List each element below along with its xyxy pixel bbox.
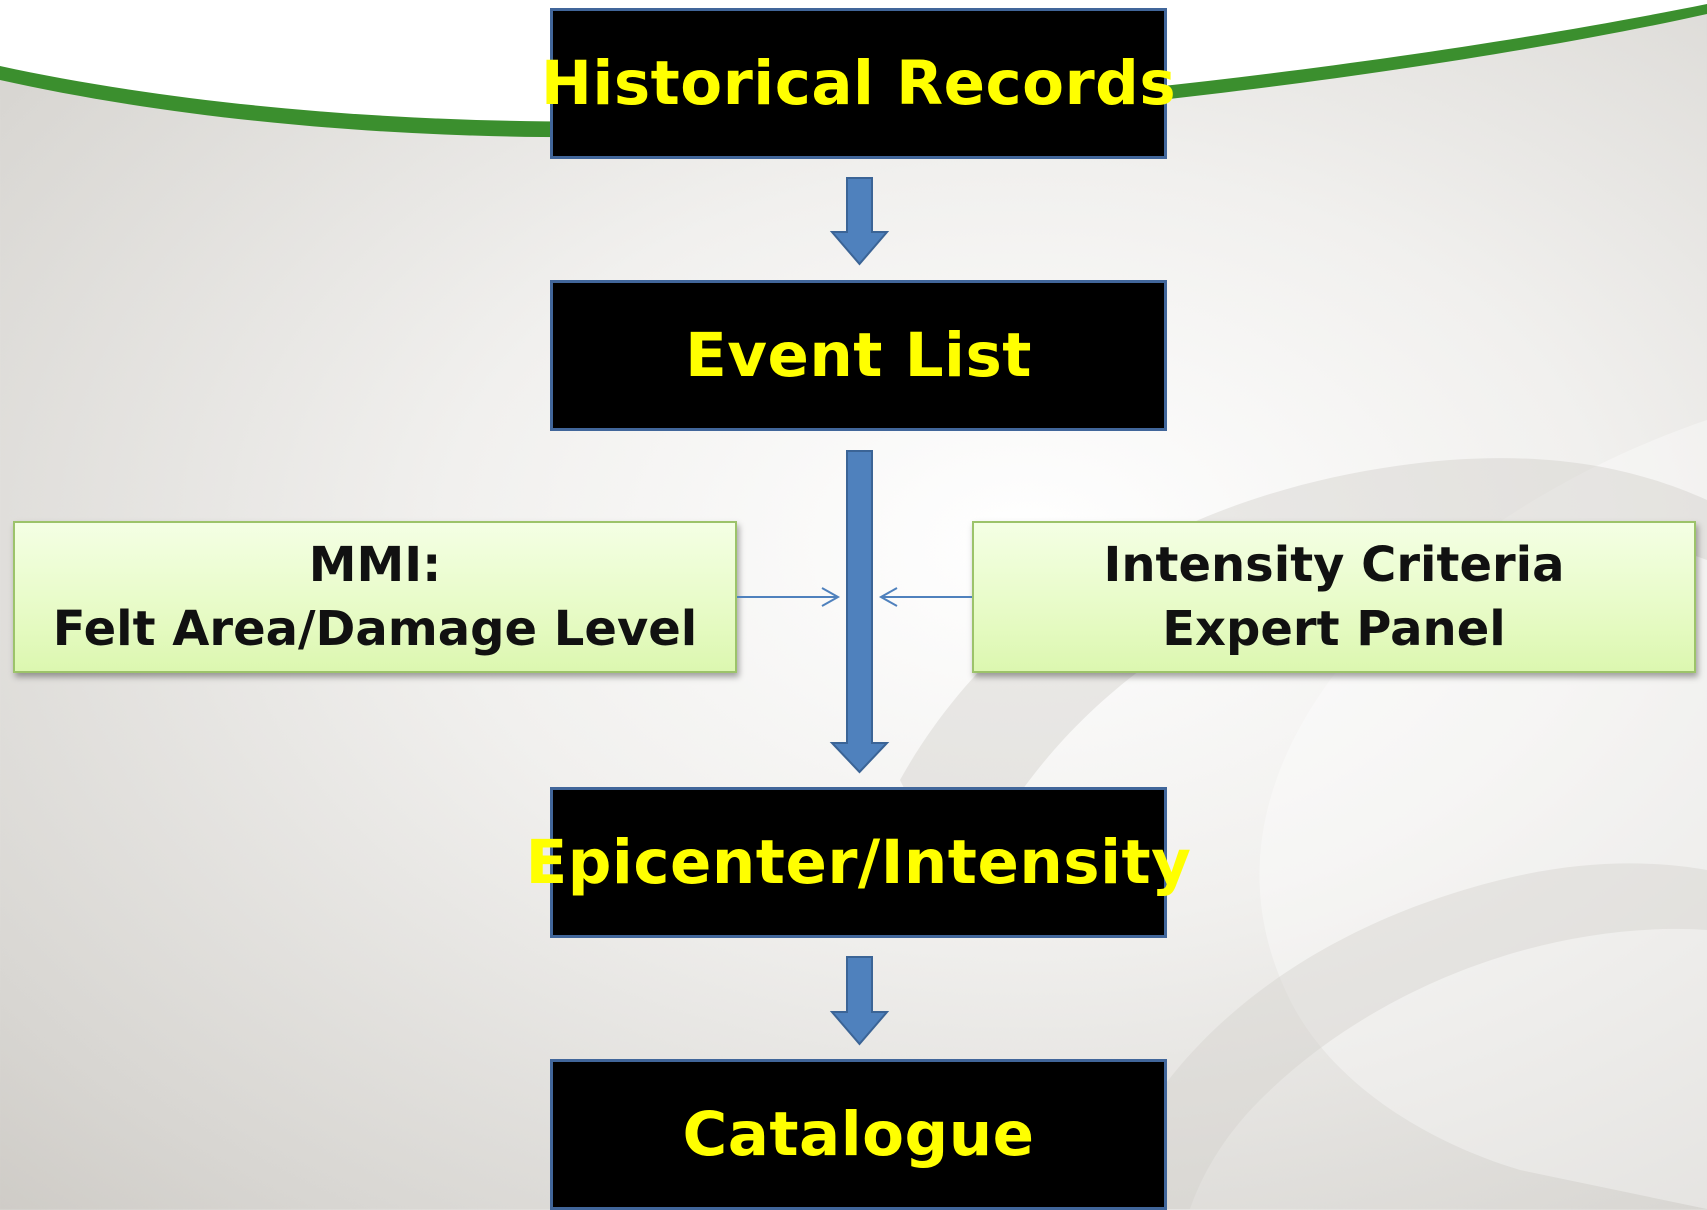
intensity-criteria-line2: Expert Panel (1162, 601, 1506, 657)
catalogue-label: Catalogue (682, 1099, 1035, 1170)
mmi-input-line2: Felt Area/Damage Level (52, 601, 698, 657)
catalogue-box: Catalogue (550, 1059, 1167, 1210)
event-list-box: Event List (550, 280, 1167, 431)
event-list-label: Event List (685, 320, 1032, 391)
mmi-input-line1: MMI: (308, 537, 442, 593)
epicenter-intensity-label: Epicenter/Intensity (525, 827, 1192, 898)
epicenter-intensity-box: Epicenter/Intensity (526, 787, 1191, 938)
historical-records-box: Historical Records (541, 8, 1176, 159)
mmi-input-box: MMI: Felt Area/Damage Level (13, 521, 737, 673)
intensity-criteria-line1: Intensity Criteria (1103, 537, 1565, 593)
historical-records-label: Historical Records (540, 48, 1177, 119)
intensity-criteria-box: Intensity Criteria Expert Panel (972, 521, 1696, 673)
